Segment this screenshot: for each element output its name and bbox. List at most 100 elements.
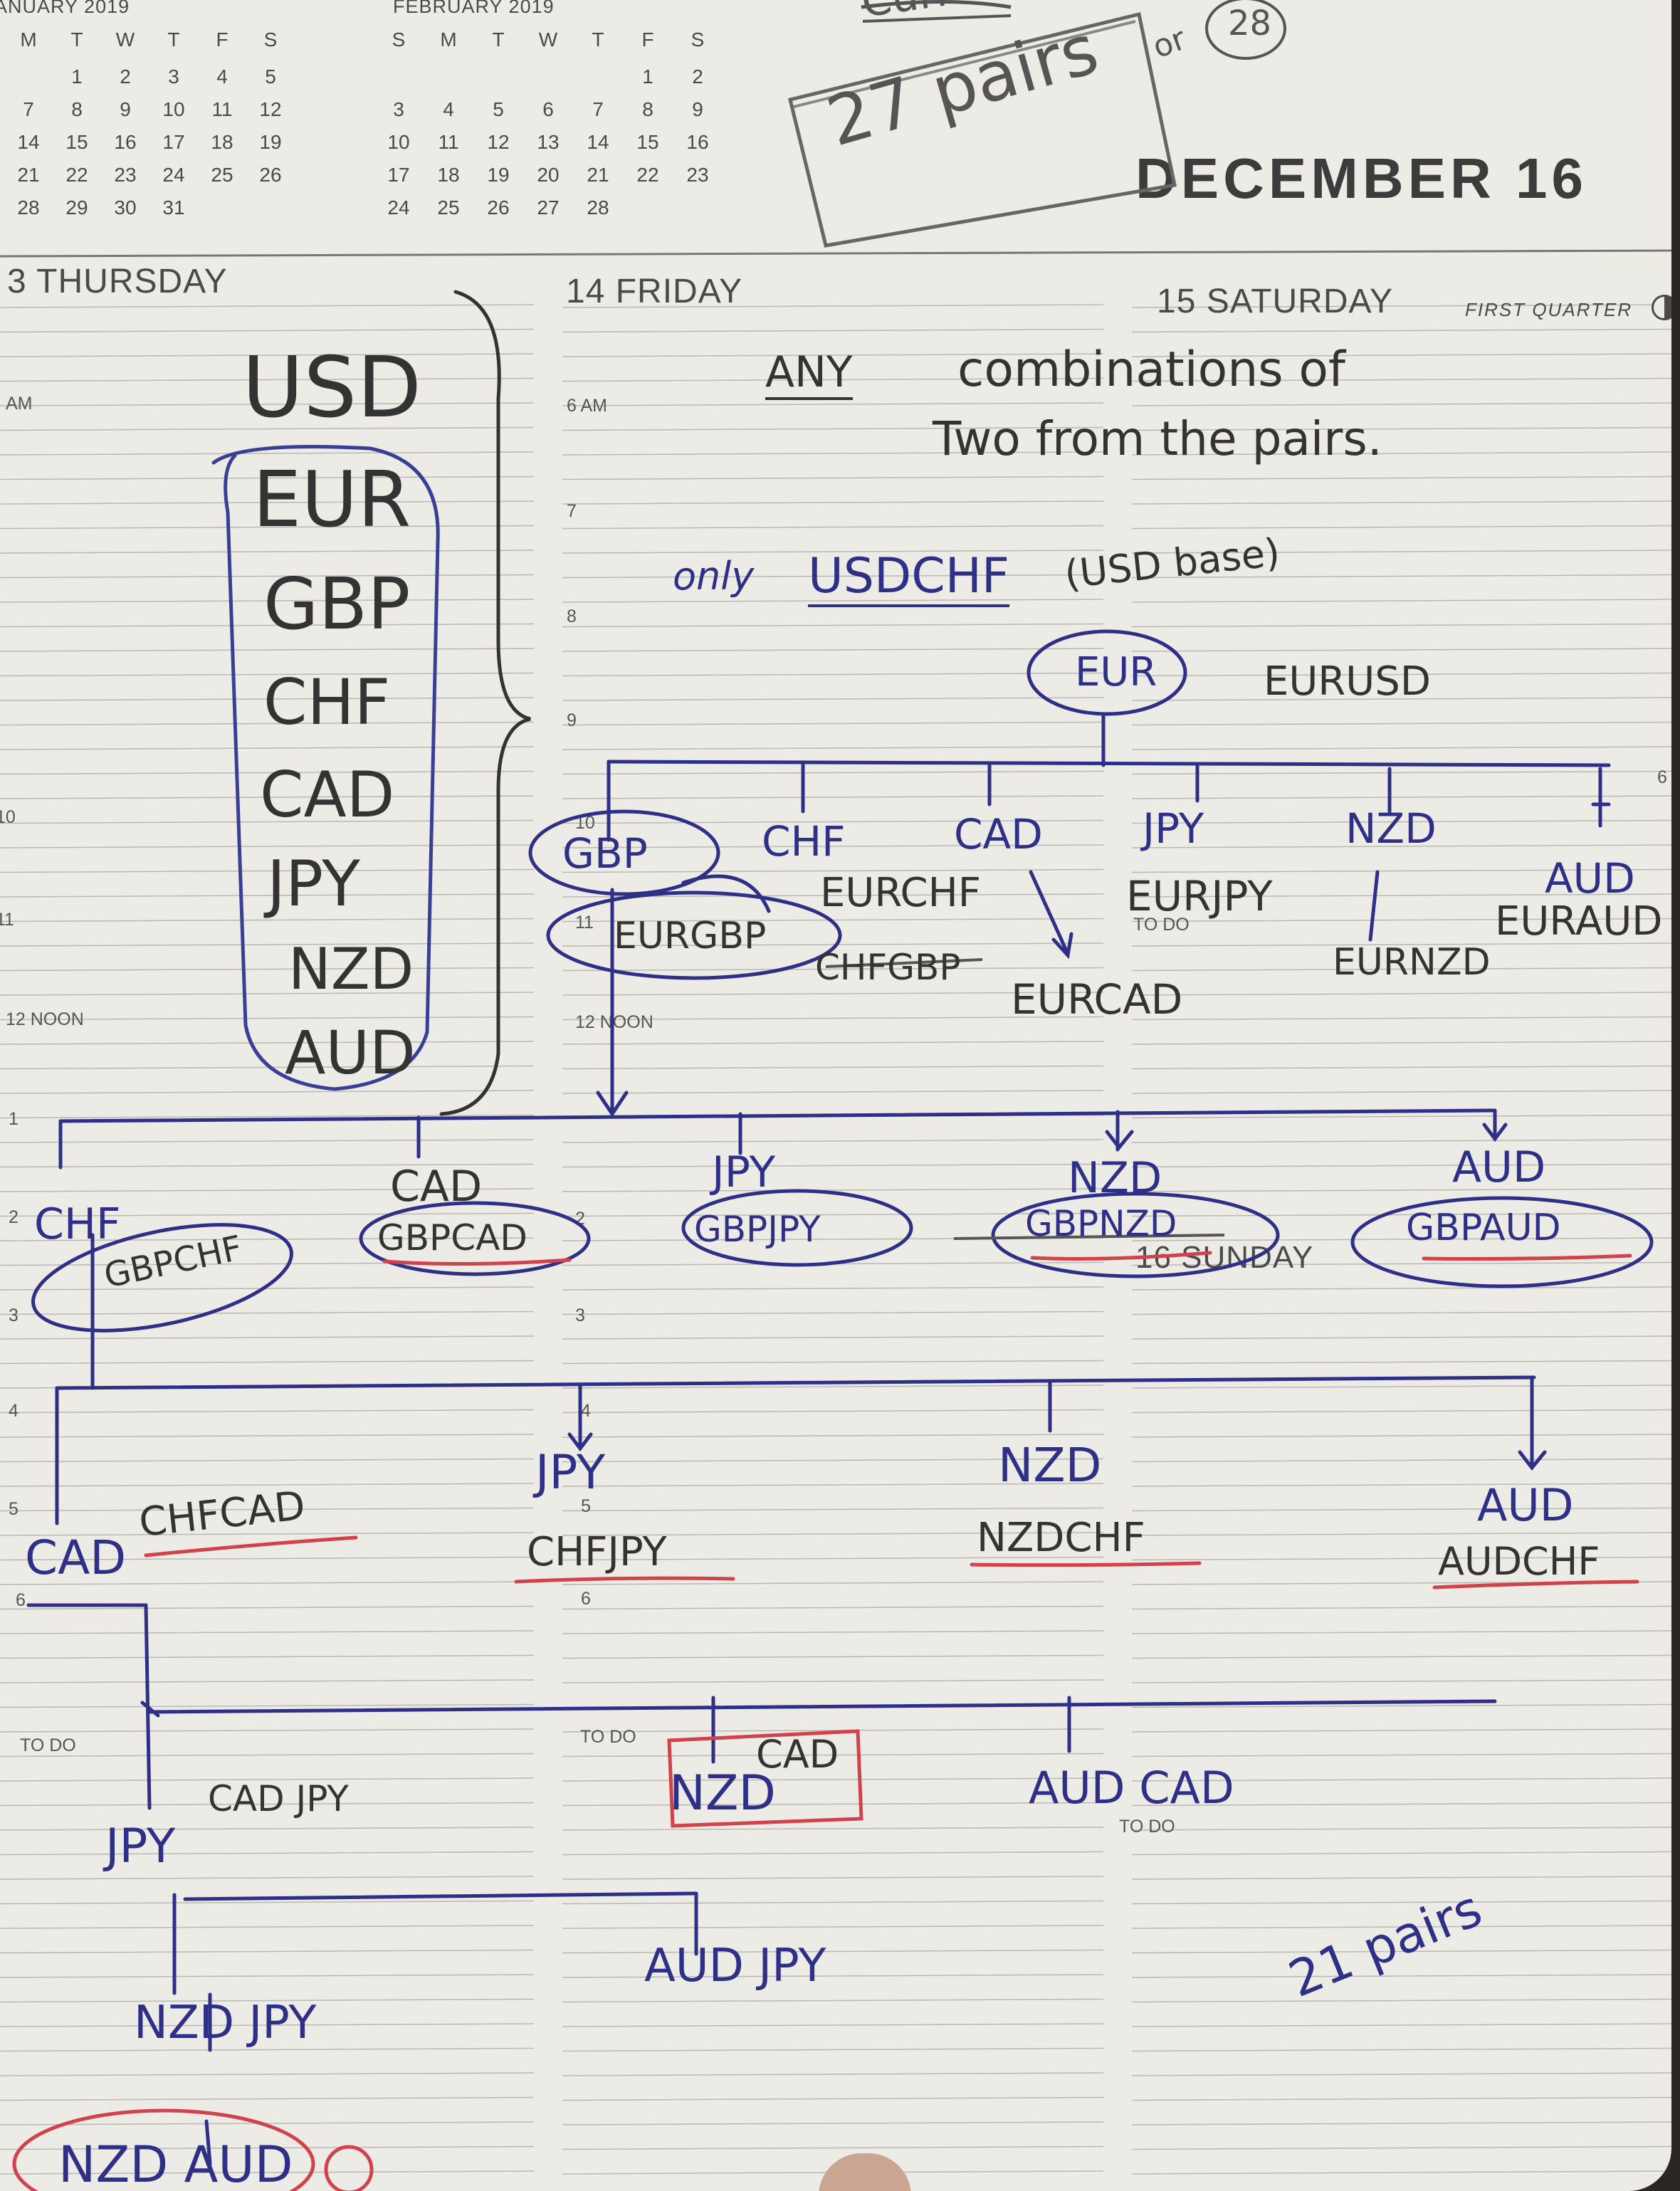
calendar-date: 16 [686, 131, 709, 153]
tree-chf-child-aud: AUD [1477, 1479, 1574, 1531]
calendar-weekday: F [641, 28, 654, 51]
calendar-weekday: S [263, 28, 278, 51]
hour-label: 6 AM [567, 396, 607, 416]
hour-label: 8 [567, 606, 577, 626]
calendar-date: 13 [537, 131, 560, 153]
calendar-date: 12 [487, 131, 510, 153]
calendar-date: 9 [692, 98, 703, 120]
calendar-date: 16 [114, 131, 137, 153]
calendar-date: 23 [114, 164, 137, 186]
tree-gbp-child-cad: CAD [390, 1162, 483, 1212]
calendar-date: 8 [71, 98, 83, 120]
calendar-date: 29 [65, 196, 88, 219]
calendar-date: 5 [493, 98, 504, 120]
todo-mark: TO DO [1133, 915, 1190, 935]
calendar-date: 1 [71, 65, 83, 88]
hour-label: 11 [575, 913, 594, 932]
calendar-date: 23 [686, 164, 709, 186]
pair-gbpjpy: GBPJPY [694, 1209, 821, 1250]
hour-label: TO DO [580, 1727, 636, 1747]
calendar-date: 24 [387, 196, 410, 219]
calendar-weekday: S [392, 28, 406, 51]
pair-eurcad: EURCAD [1011, 975, 1183, 1024]
pair-gbpnzd: GBPNZD [1025, 1203, 1177, 1244]
pair-struck: CHFGBP [815, 947, 961, 988]
tree-eur-child-aud: AUD [1545, 854, 1635, 903]
calendar-weekday: S [691, 28, 705, 51]
calendar-date: 22 [65, 164, 88, 186]
calendar-date: 18 [437, 164, 460, 186]
pair-chfjpy: CHFJPY [527, 1529, 667, 1575]
calendar-date: 17 [387, 164, 410, 186]
calendar-date: 3 [393, 98, 404, 120]
tree-chf-child-cad: CAD [25, 1530, 127, 1585]
calendar-date: 4 [443, 98, 454, 120]
calendar-date: 25 [211, 164, 233, 186]
calendar-date: 6 [542, 98, 554, 120]
currency-eur: EUR [253, 456, 411, 545]
hour-label: 2 [9, 1207, 19, 1227]
calendar-date: 7 [23, 98, 34, 120]
tree-eur-child-jpy: JPY [1143, 804, 1204, 853]
hour-label: AM [6, 394, 33, 414]
calendar-date: 14 [17, 131, 40, 153]
pair-audcad: AUD CAD [1029, 1762, 1234, 1814]
pair-gbpcad: GBPCAD [377, 1217, 527, 1259]
calendar-date: 24 [162, 164, 185, 186]
calendar-date: 25 [437, 196, 460, 219]
pair-nzdchf: NZDCHF [977, 1515, 1145, 1561]
pair-nzdaud: NZD AUD [58, 2135, 293, 2191]
pair-audjpy: AUD JPY [644, 1940, 826, 1992]
pair-eurnzd: EURNZD [1333, 941, 1491, 984]
calendar-date: 26 [487, 196, 510, 219]
tree-gbp-child-chf: CHF [34, 1199, 121, 1249]
corner-pencil-box [787, 0, 1286, 248]
calendar-date: 28 [17, 196, 40, 219]
calendar-weekday: F [216, 28, 229, 51]
saturday-header: 15 SATURDAY [1157, 283, 1393, 320]
pair-audchf: AUDCHF [1438, 1539, 1600, 1584]
pair-nzdcad-top: CAD [756, 1732, 839, 1777]
hour-label: 12 NOON [575, 1012, 653, 1032]
tree-gbp-child-aud: AUD [1452, 1142, 1546, 1192]
tree-eurusd: EURUSD [1264, 658, 1431, 705]
tree-eur-root: EUR [1075, 649, 1157, 695]
currency-chf: CHF [263, 666, 391, 739]
pair-nzdjpy: NZD JPY [134, 1997, 317, 2049]
calendar-weekday: T [167, 28, 180, 51]
february-title: FEBRUARY 2019 [393, 0, 555, 17]
calendar-weekday: T [492, 28, 505, 51]
hour-label: 5 [9, 1499, 19, 1519]
calendar-date: 31 [162, 196, 185, 219]
tree-eur-child-nzd: NZD [1345, 804, 1437, 853]
tree-chf-child-jpy: JPY [535, 1445, 606, 1500]
calendar-date: 10 [162, 98, 185, 120]
friday-header: 14 FRIDAY [566, 273, 743, 310]
calendar-date: 30 [114, 196, 137, 219]
calendar-weekday: M [440, 28, 457, 51]
tree-cad-child-nzd: NZD [669, 1765, 776, 1822]
currency-aud: AUD [285, 1018, 416, 1088]
hour-label: 6 [1657, 767, 1667, 787]
calendar-date: 15 [65, 131, 88, 153]
month-day-heading: DECEMBER 16 [1135, 147, 1588, 210]
thursday-header: 3 THURSDAY [7, 263, 228, 300]
calendar-date: 10 [387, 131, 410, 153]
calendar-date: 19 [259, 131, 282, 153]
tree-cad-child-jpy: JPY [105, 1819, 176, 1874]
calendar-date: 26 [259, 164, 282, 186]
pair-gbpaud: GBPAUD [1406, 1207, 1561, 1249]
hour-label: 3 [575, 1305, 585, 1325]
calendar-date: 21 [17, 164, 40, 186]
tree-chf-child-nzd: NZD [998, 1438, 1102, 1493]
calendar-date: 5 [265, 65, 276, 88]
calendar-date: 19 [487, 164, 510, 186]
calendar-date: 3 [168, 65, 179, 88]
hour-label: 7 [567, 501, 577, 521]
pair-euraud: EURAUD [1495, 898, 1663, 945]
